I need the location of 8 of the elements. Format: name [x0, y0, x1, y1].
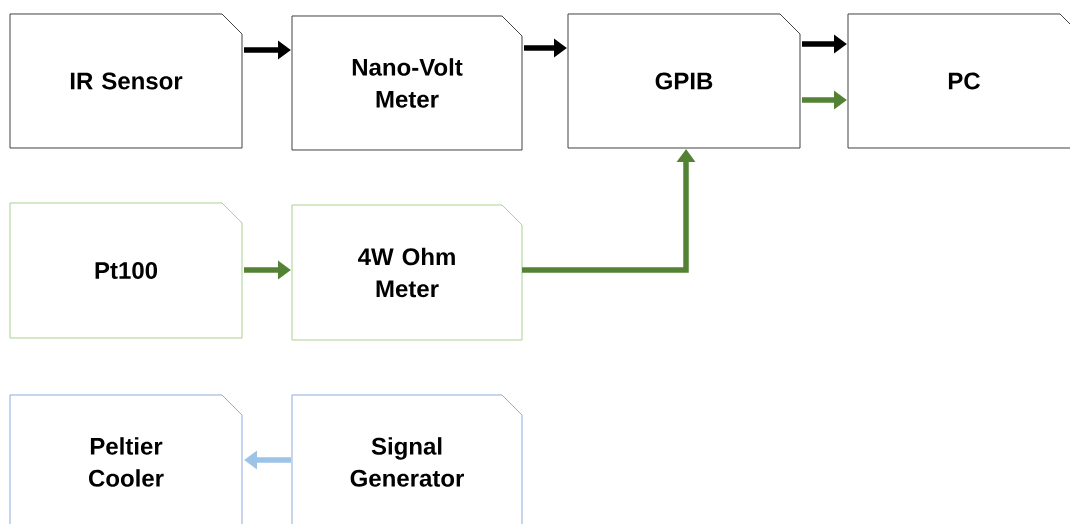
- process-box: Peltier Cooler: [9, 394, 243, 524]
- process-box: Pt100: [9, 202, 243, 339]
- process-box: IR Sensor: [9, 13, 243, 149]
- process-box: PC: [847, 13, 1070, 149]
- process-box: Nano-Volt Meter: [291, 15, 523, 151]
- process-box: Signal Generator: [291, 394, 523, 524]
- process-box: GPIB: [567, 13, 801, 149]
- process-box: 4W Ohm Meter: [291, 204, 523, 341]
